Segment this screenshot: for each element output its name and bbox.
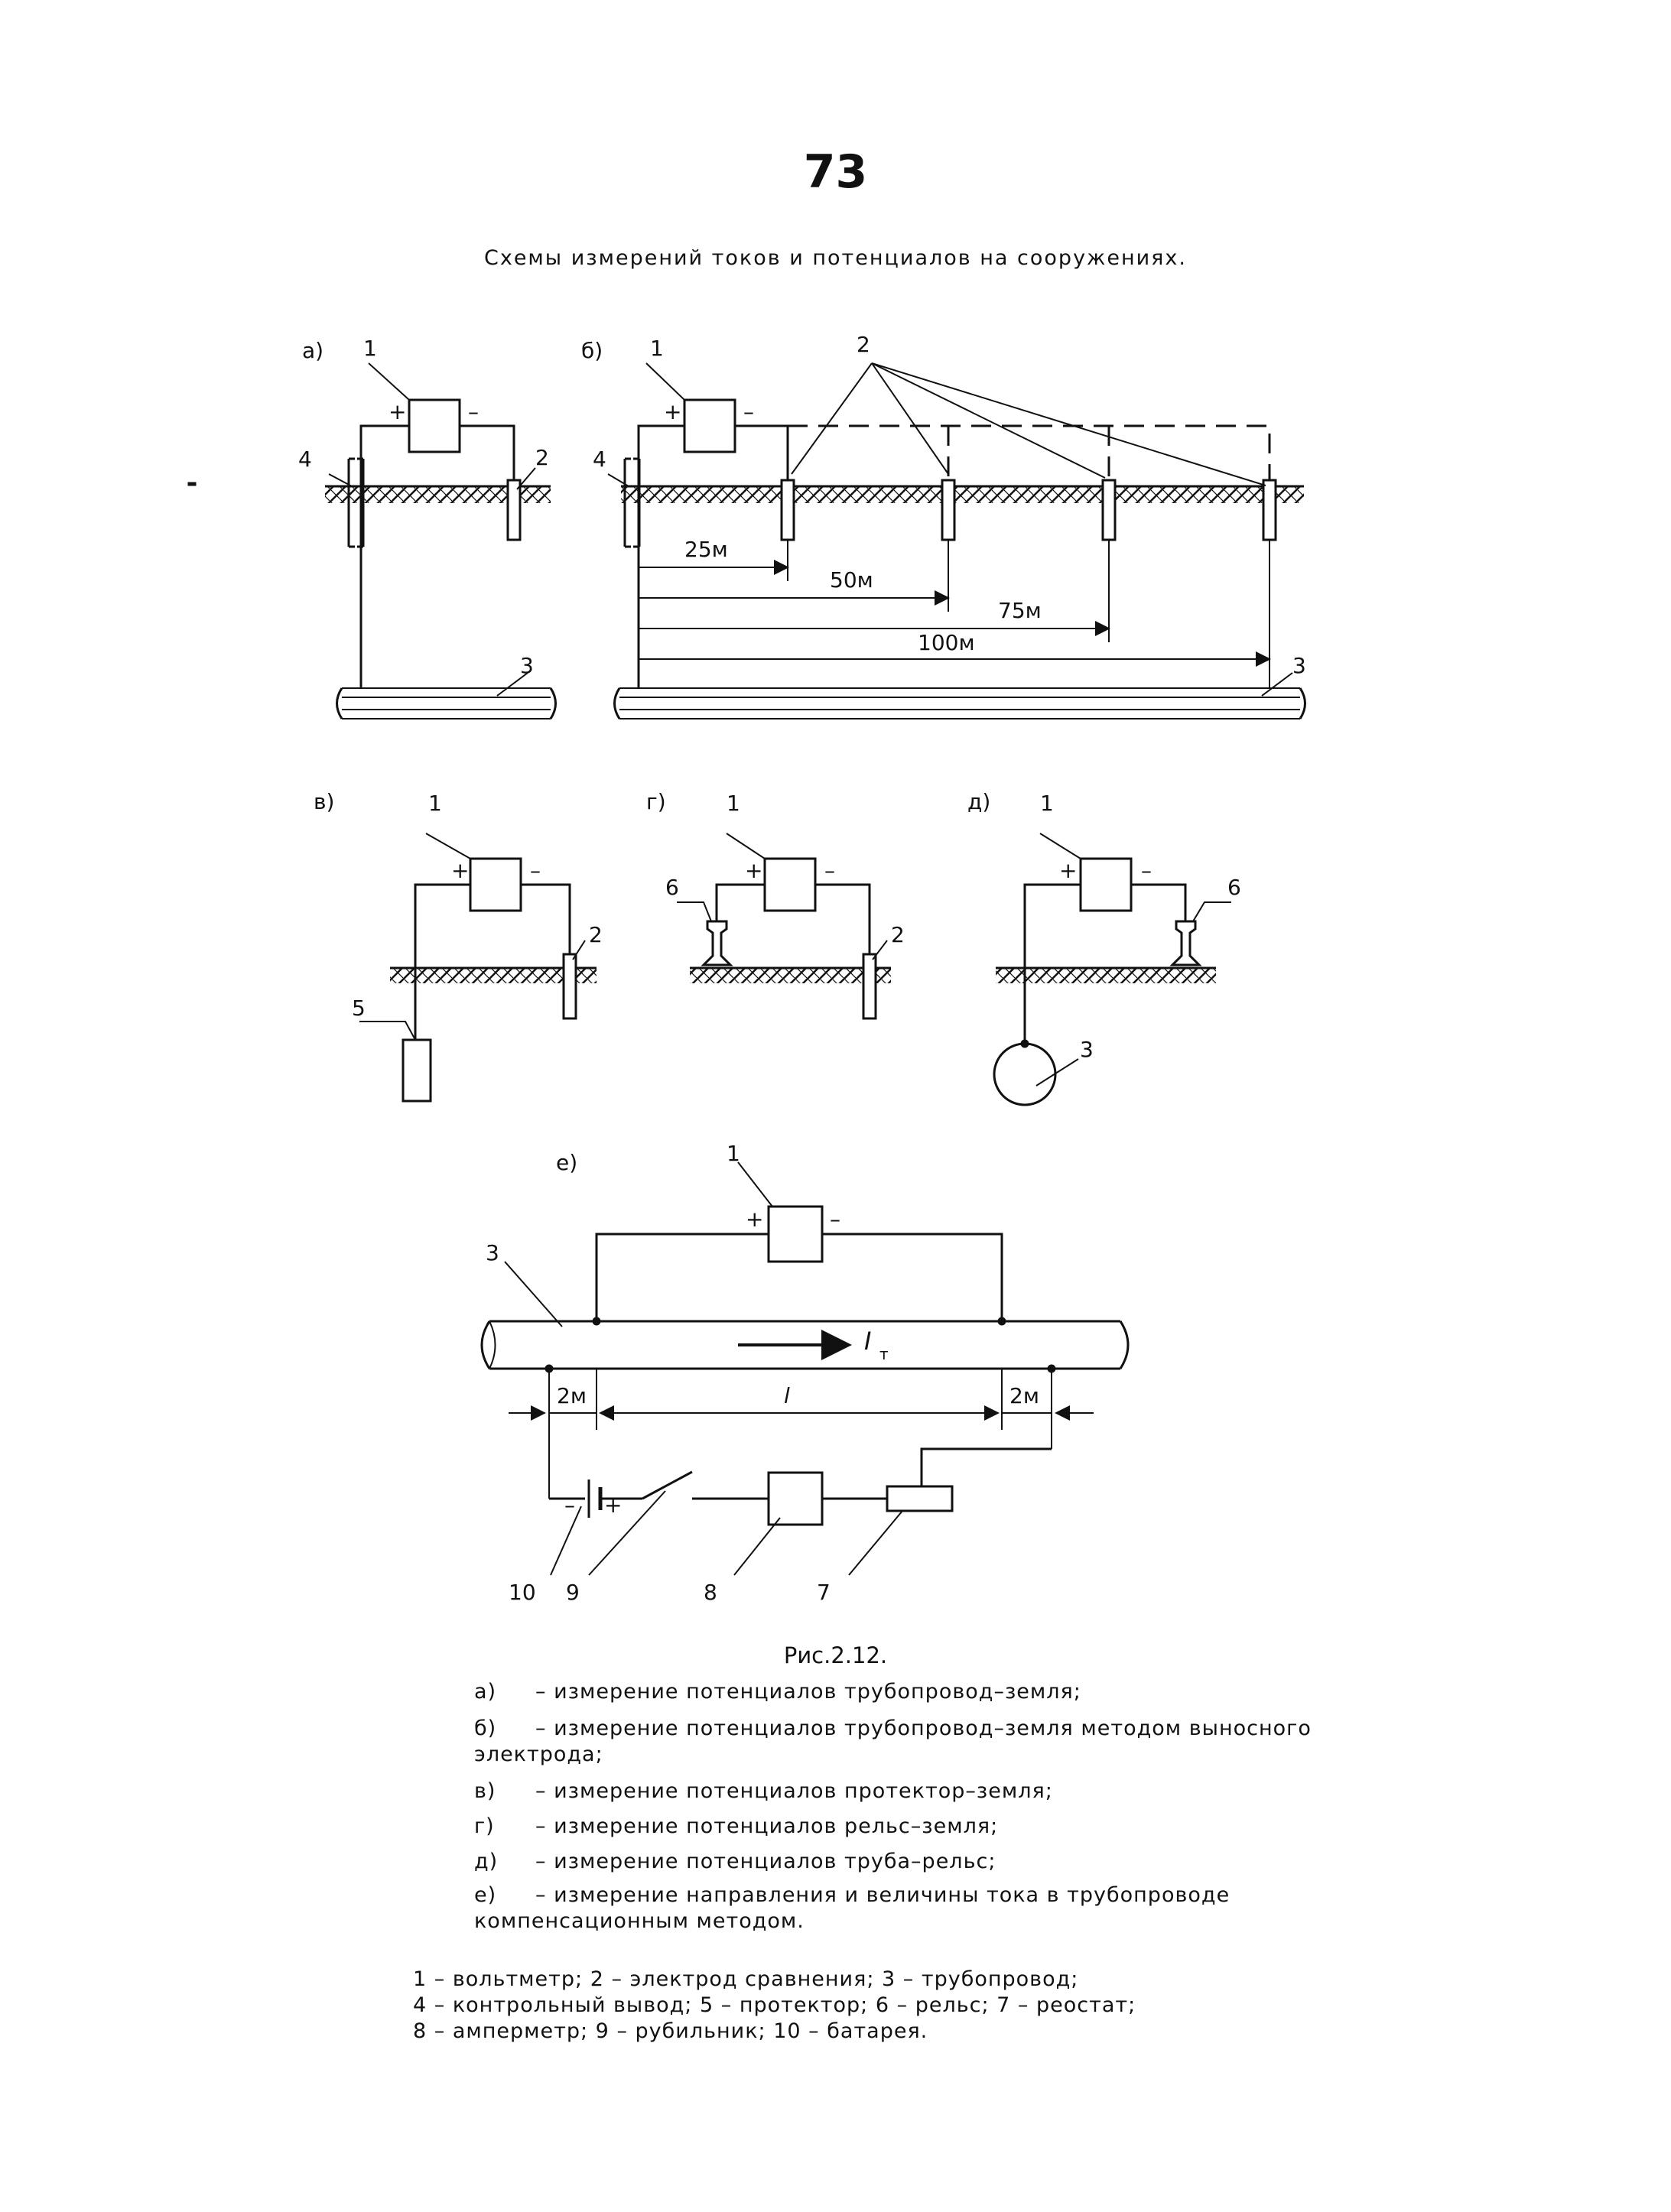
caption-text: – измерение потенциалов трубопровод–земл…	[474, 1717, 1312, 1766]
panel-label-v: в)	[314, 789, 334, 814]
sign-minus-e: –	[830, 1207, 840, 1232]
dim-100m: 100м	[918, 630, 975, 655]
voltmeter-box-a	[408, 398, 461, 453]
sign-plus-g: +	[745, 858, 762, 883]
label-1-b: 1	[650, 336, 664, 361]
label-3-a: 3	[520, 653, 534, 678]
caption-item-a: а) – измерение потенциалов трубопровод–зе…	[474, 1679, 1392, 1705]
sign-plus-d: +	[1059, 858, 1077, 883]
panel-e-diagram	[480, 1161, 1130, 1576]
sign-minus-battery: –	[564, 1493, 575, 1518]
panel-v-diagram	[359, 833, 597, 1103]
label-4-b: 4	[593, 447, 606, 472]
caption-letter: е)	[474, 1883, 497, 1907]
dim-50m: 50м	[830, 567, 873, 593]
caption-text: – измерение потенциалов труба–рельс;	[535, 1850, 996, 1873]
dim-75m: 75м	[998, 598, 1042, 623]
panel-label-b: б)	[581, 338, 603, 363]
dim-length: l	[784, 1383, 790, 1408]
caption-text: – измерение потенциалов протектор–земля;	[535, 1779, 1053, 1803]
label-1-g: 1	[727, 791, 740, 816]
label-2-v: 2	[589, 922, 603, 947]
panel-label-e: е)	[556, 1150, 577, 1175]
label-2-a: 2	[535, 445, 549, 470]
caption-text: – измерение направления и величины тока …	[474, 1883, 1230, 1933]
current-subscript: т	[879, 1345, 889, 1363]
sign-minus-d: –	[1141, 858, 1152, 883]
caption-item-v: в) – измерение потенциалов протектор–земл…	[474, 1778, 1392, 1804]
voltmeter-box-g	[763, 857, 817, 912]
label-7-e: 7	[817, 1580, 831, 1605]
label-6-d: 6	[1227, 875, 1241, 900]
label-1-a: 1	[363, 336, 377, 361]
caption-text: – измерение потенциалов рельс–земля;	[535, 1814, 999, 1838]
figure-caption-label: Рис.2.12.	[783, 1642, 888, 1668]
label-9-e: 9	[566, 1580, 580, 1605]
label-10-e: 10	[509, 1580, 536, 1605]
caption-text: – измерение потенциалов трубопровод–земл…	[535, 1680, 1081, 1704]
caption-letter: б)	[474, 1717, 497, 1740]
dim-25m: 25м	[684, 537, 728, 562]
panel-g-diagram	[677, 833, 891, 1020]
ammeter-box	[767, 1471, 824, 1526]
label-8-e: 8	[704, 1580, 717, 1605]
page-title: Схемы измерений токов и потенциалов на с…	[483, 246, 1187, 270]
caption-letter: г)	[474, 1814, 495, 1838]
legend-line-2: 4 – контрольный вывод; 5 – протектор; 6 …	[413, 1993, 1136, 2017]
caption-item-d: д) – измерение потенциалов труба–рельс;	[474, 1849, 1392, 1875]
legend-line-1: 1 – вольтметр; 2 – электрод сравнения; 3…	[413, 1967, 1079, 1991]
label-3-e: 3	[486, 1240, 499, 1265]
panel-label-g: г)	[646, 789, 666, 814]
label-2-b: 2	[857, 332, 870, 357]
label-6-g: 6	[665, 875, 679, 900]
voltmeter-box-b	[683, 398, 736, 453]
dim-2m-left: 2м	[557, 1383, 587, 1408]
label-3-b: 3	[1292, 653, 1306, 678]
label-4-a: 4	[298, 447, 312, 472]
label-1-d: 1	[1040, 791, 1054, 816]
caption-item-e: е)– измерение направления и величины ток…	[474, 1882, 1392, 1934]
caption-letter: в)	[474, 1779, 496, 1803]
rheostat-box	[886, 1485, 954, 1512]
page-number: 73	[803, 145, 868, 199]
sign-minus-b: –	[743, 399, 754, 424]
panel-d-diagram	[993, 833, 1231, 1106]
label-1-e: 1	[727, 1141, 740, 1166]
sign-plus-e: +	[746, 1207, 763, 1232]
label-2-g: 2	[891, 922, 905, 947]
voltmeter-box-d	[1079, 857, 1133, 912]
panel-b-diagram	[607, 362, 1306, 719]
sign-minus-v: –	[530, 858, 541, 883]
panel-label-d: д)	[967, 789, 990, 814]
panel-a-diagram	[187, 362, 557, 719]
caption-item-g: г) – измерение потенциалов рельс–земля;	[474, 1814, 1392, 1840]
sign-plus-battery: +	[604, 1493, 622, 1518]
sign-plus-v: +	[451, 858, 469, 883]
sign-minus-a: –	[468, 399, 479, 424]
sign-minus-g: –	[824, 858, 835, 883]
caption-item-b: б)– измерение потенциалов трубопровод–зе…	[474, 1716, 1392, 1768]
voltmeter-box-v	[469, 857, 522, 912]
sign-plus-a: +	[388, 399, 406, 424]
legend-line-3: 8 – амперметр; 9 – рубильник; 10 – батар…	[413, 2019, 928, 2043]
label-5-v: 5	[352, 996, 366, 1021]
current-label: I	[864, 1327, 871, 1356]
caption-letter: д)	[474, 1850, 499, 1873]
panel-label-a: а)	[302, 338, 323, 363]
voltmeter-box-e	[767, 1205, 824, 1263]
label-3-d: 3	[1080, 1037, 1094, 1062]
sign-plus-b: +	[664, 399, 681, 424]
caption-letter: а)	[474, 1680, 497, 1704]
label-1-v: 1	[428, 791, 442, 816]
dim-2m-right: 2м	[1009, 1383, 1039, 1408]
